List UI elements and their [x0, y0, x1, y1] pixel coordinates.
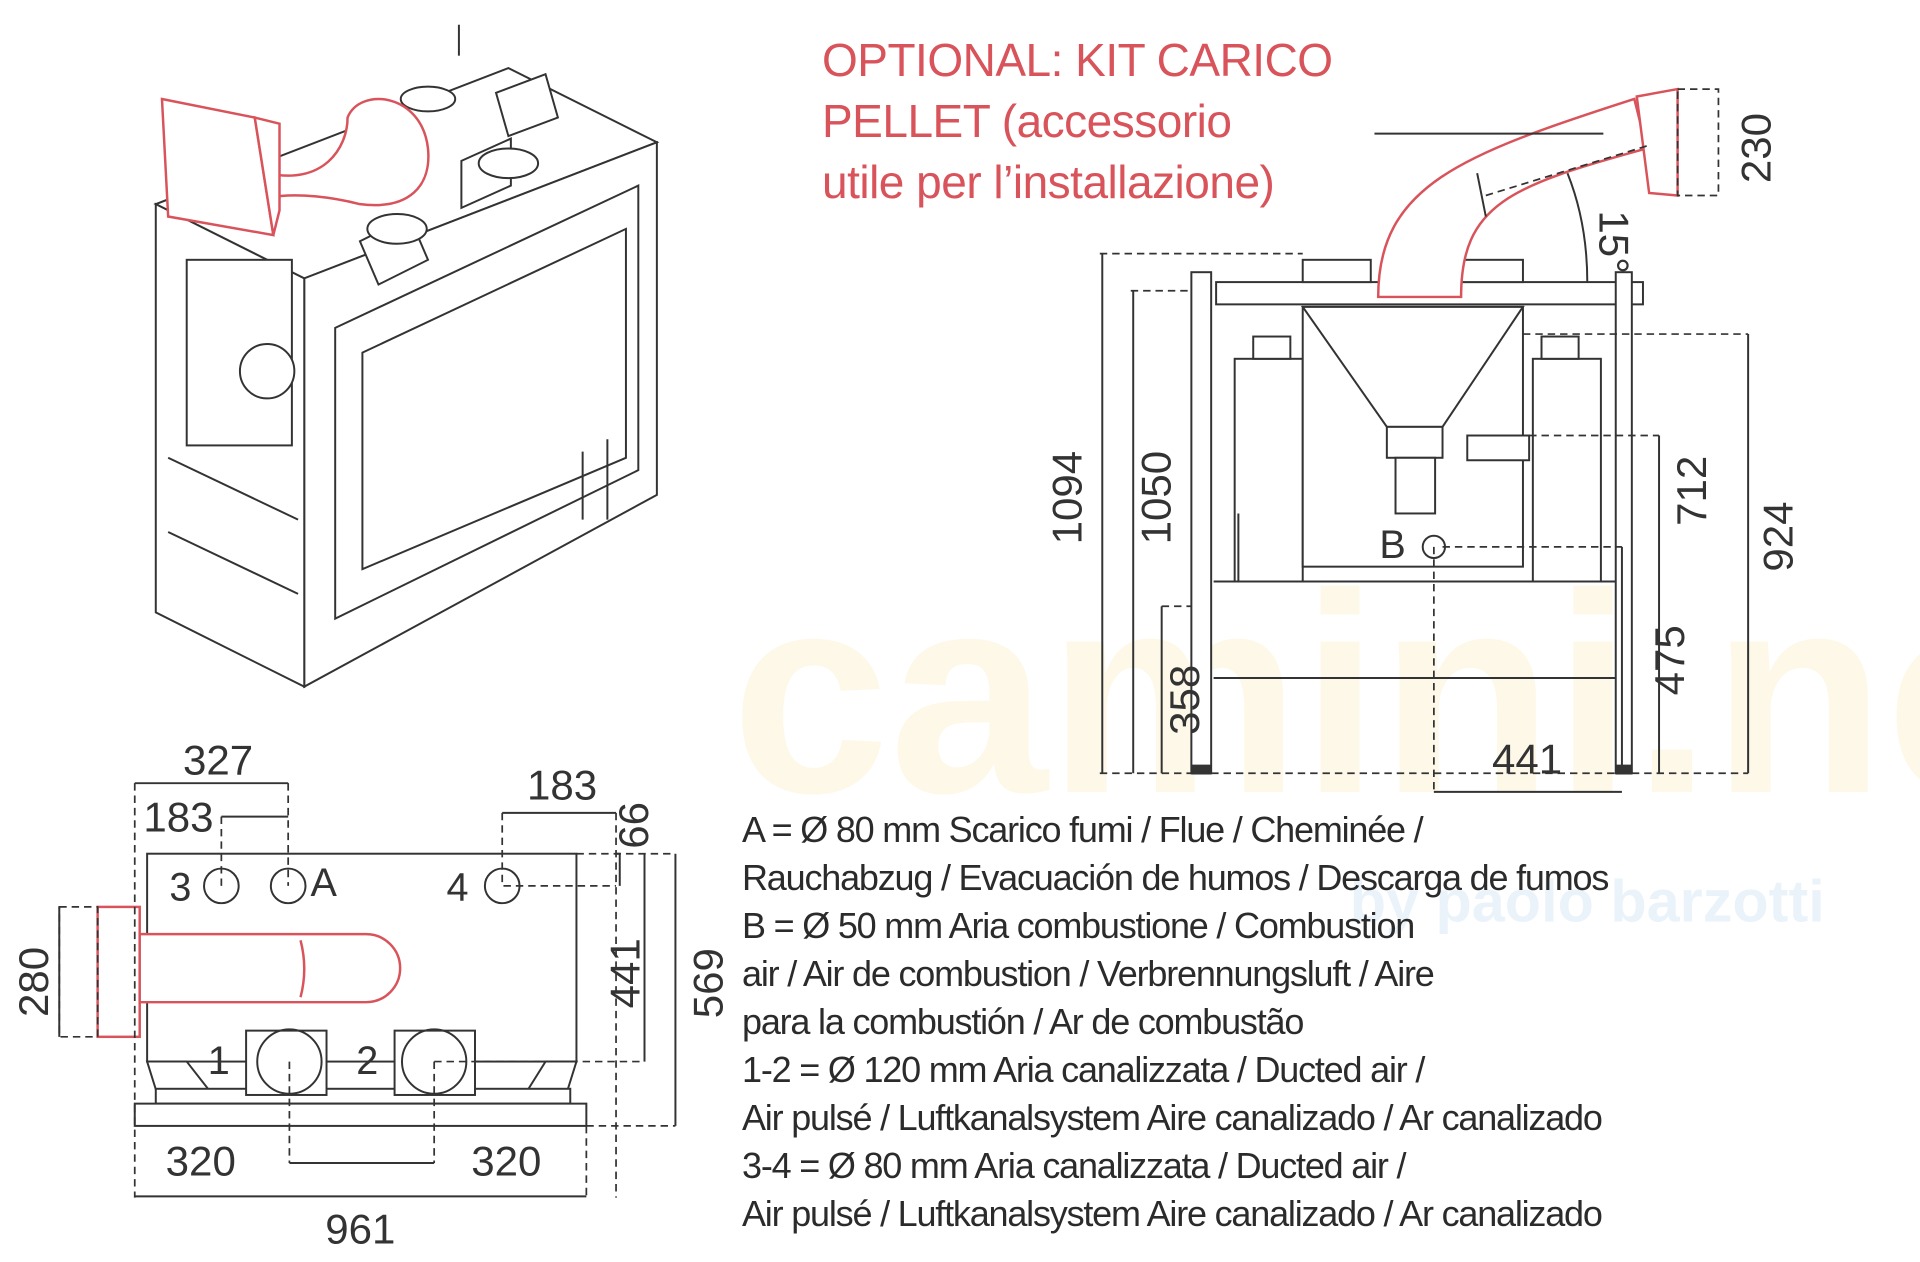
watermark: camini.net by paolo barzotti	[731, 535, 1920, 935]
dim-320-left: 320	[166, 1137, 236, 1184]
label-2: 2	[356, 1039, 378, 1083]
legend-line: Rauchabzug / Evacuación de humos / Desca…	[742, 857, 1609, 898]
label-A: A	[310, 861, 337, 905]
pellet-kit-pipe-3d	[265, 97, 430, 207]
dim-924: 924	[1755, 501, 1802, 571]
pellet-flange-front	[1635, 87, 1679, 197]
dim-183-left: 183	[143, 793, 213, 840]
legend-line: Air pulsé / Luftkanalsystem Aire canaliz…	[742, 1193, 1603, 1234]
legend-line: 3-4 = Ø 80 mm Aria canalizzata / Ducted …	[742, 1145, 1407, 1186]
dim-1050: 1050	[1132, 451, 1179, 545]
dim-1094: 1094	[1043, 451, 1090, 545]
label-1: 1	[208, 1039, 230, 1083]
isometric-view	[153, 24, 660, 689]
dim-712: 712	[1668, 456, 1715, 526]
dim-961: 961	[325, 1205, 395, 1252]
outlet-3d	[366, 213, 428, 245]
dim-320-right: 320	[471, 1137, 541, 1184]
dim-183-right: 183	[527, 761, 597, 808]
legend-line: 1-2 = Ø 120 mm Aria canalizzata / Ducted…	[742, 1049, 1425, 1090]
pellet-pipe-front	[1376, 97, 1649, 299]
note-line: utile per l’installazione)	[822, 156, 1275, 208]
dim-66: 66	[610, 802, 657, 849]
label-3: 3	[169, 866, 191, 910]
dim-441-front: 441	[1492, 735, 1562, 782]
glass-door	[361, 227, 627, 571]
outlet-top	[399, 85, 457, 113]
pellet-pipe-plan	[138, 932, 402, 1004]
dim-569: 569	[684, 948, 731, 1018]
legend-line: B = Ø 50 mm Aria combustione / Combustio…	[742, 905, 1415, 946]
plan-base-plate	[133, 1102, 588, 1127]
legend-line: A = Ø 80 mm Scarico fumi / Flue / Chemin…	[742, 809, 1424, 850]
dim-230: 230	[1732, 113, 1779, 183]
dim-475: 475	[1646, 625, 1693, 695]
right-post	[1614, 271, 1633, 775]
outlet-A-3d	[477, 147, 540, 180]
note-line: OPTIONAL: KIT CARICO	[822, 34, 1333, 86]
label-B: B	[1379, 523, 1405, 567]
note-line: PELLET (accessorio	[822, 95, 1232, 147]
legend-line: air / Air de combustion / Verbrennungslu…	[742, 953, 1435, 994]
watermark-brand: camini.net	[731, 535, 1920, 853]
front-view: B 230 15° 1094 1050 358 712 924 475 441	[1043, 87, 1802, 793]
dim-280: 280	[10, 947, 57, 1017]
pellet-flange-plan	[96, 905, 141, 1039]
dim-327: 327	[183, 737, 253, 784]
legend-line: Air pulsé / Luftkanalsystem Aire canaliz…	[742, 1097, 1603, 1138]
auger	[1394, 456, 1437, 515]
plan-view: 3 A 4 1 2 327 183 183 66 280 441 569 320…	[10, 737, 731, 1253]
dim-15-degrees: 15°	[1591, 210, 1638, 274]
legend-line: para la combustión / Ar de combustão	[742, 1001, 1304, 1042]
watermark-sub: by paolo barzotti	[1350, 868, 1825, 935]
dim-441-plan: 441	[602, 938, 649, 1008]
optional-pellet-kit-note: OPTIONAL: KIT CARICO PELLET (accessorio …	[822, 30, 1333, 213]
connections-legend: A = Ø 80 mm Scarico fumi / Flue / Chemin…	[742, 806, 1609, 1238]
dim-358: 358	[1161, 665, 1208, 735]
outlet-A-circle	[269, 867, 307, 905]
label-4: 4	[447, 866, 469, 910]
